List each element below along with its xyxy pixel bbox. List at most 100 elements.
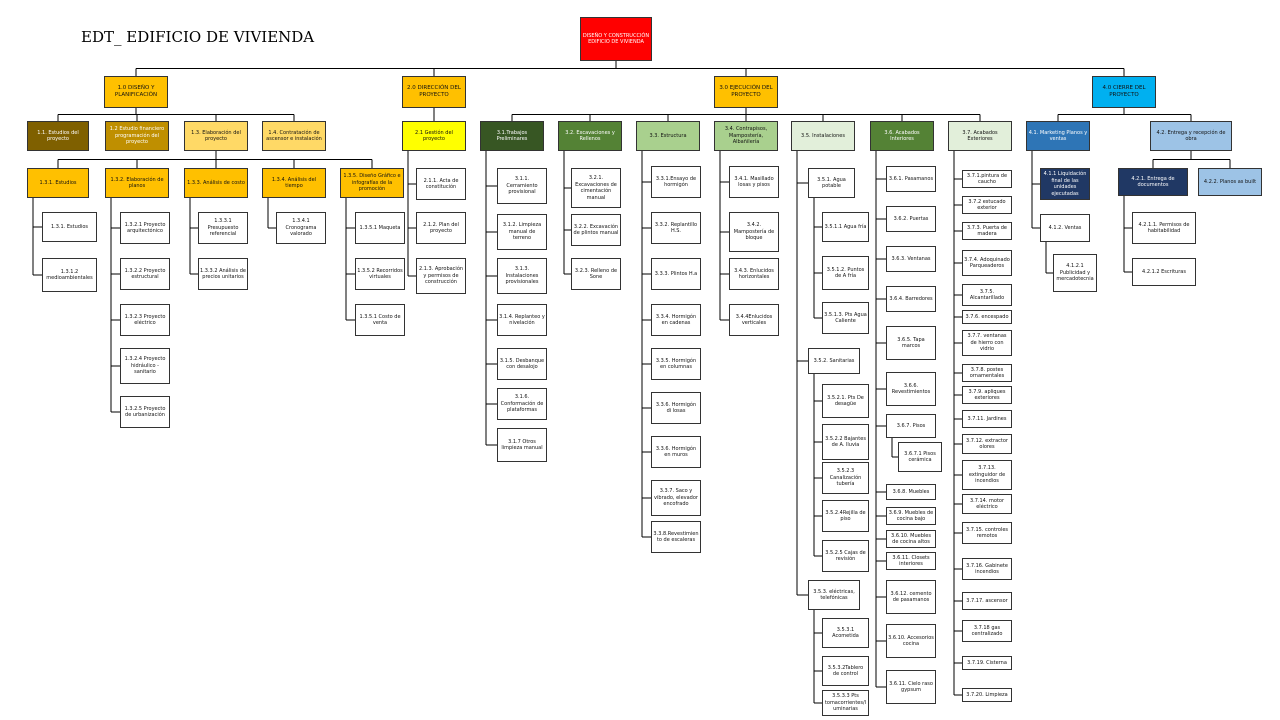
wbs-node-n4212[interactable]: 4.2.1.2 Escrituras	[1132, 258, 1196, 286]
wbs-node-n37[interactable]: 3.7. Acabados Exteriores	[948, 121, 1012, 151]
wbs-node-n3513[interactable]: 3.5.1.3. Pts Agua Caliente	[822, 302, 869, 334]
wbs-node-n373[interactable]: 3.7.3. Puerta de madera	[962, 222, 1012, 240]
wbs-node-n3671[interactable]: 3.6.7.1 Pisos cerámica	[898, 442, 942, 472]
wbs-node-n361[interactable]: 3.6.1. Pasamanos	[886, 166, 936, 192]
wbs-node-n33[interactable]: 3.3. Estructura	[636, 121, 700, 151]
wbs-node-n1311[interactable]: 1.3.1. Estudios	[42, 212, 97, 242]
wbs-node-n3511[interactable]: 3.5.1.1 Agua fría	[822, 212, 869, 242]
wbs-node-n131[interactable]: 1.3.1. Estudios	[27, 168, 89, 198]
wbs-node-n364[interactable]: 3.6.4. Barredores	[886, 286, 936, 312]
wbs-node-p2[interactable]: 2.0 DIRECCIÓN DEL PROYECTO	[402, 76, 466, 108]
wbs-node-n14[interactable]: 1.4. Contratación de ascensor e instalac…	[262, 121, 326, 151]
wbs-node-p1[interactable]: 1.0 DISEÑO Y PLANIFICACIÓN	[104, 76, 168, 108]
wbs-node-n3713[interactable]: 3.7.13. extinguidor de incendios	[962, 460, 1012, 490]
wbs-node-n379[interactable]: 3.7.9. apliques exteriores	[962, 386, 1012, 404]
wbs-node-n312[interactable]: 3.1.2. Limpieza manual de terreno	[497, 214, 547, 250]
wbs-node-n375[interactable]: 3.7.5. Alcantarillado	[962, 284, 1012, 306]
wbs-node-n363[interactable]: 3.6.3. Ventanas	[886, 246, 936, 272]
wbs-node-n321[interactable]: 3.2.1. Excavaciones de cimentación manua…	[571, 168, 621, 208]
wbs-node-n1341[interactable]: 1.3.4.1 Cronograma valorado	[276, 212, 326, 244]
wbs-node-n352[interactable]: 3.5.2. Sanitarias	[808, 348, 860, 374]
wbs-node-n378[interactable]: 3.7.8. postes ornamentales	[962, 364, 1012, 382]
wbs-node-n3532[interactable]: 3.5.3.2Tablero de control	[822, 656, 869, 686]
wbs-node-n3717[interactable]: 3.7.17. ascensor	[962, 592, 1012, 610]
wbs-node-n368[interactable]: 3.6.8. Muebles	[886, 484, 936, 500]
wbs-node-n42[interactable]: 4.2. Entrega y recepción de obra	[1150, 121, 1232, 151]
wbs-node-n4121[interactable]: 4.1.2.1 Publicidad y mercadotecnia	[1053, 254, 1097, 292]
wbs-node-n3610[interactable]: 3.6.10. Muebles de cocina altos	[886, 530, 936, 548]
wbs-node-n365[interactable]: 3.6.5. Tapa marcos	[886, 326, 936, 360]
wbs-node-n3720[interactable]: 3.7.20. Limpieza	[962, 688, 1012, 702]
wbs-node-n366[interactable]: 3.6.6. Revestimientos	[886, 372, 936, 406]
wbs-node-n313[interactable]: 3.1.3. Instalaciones provisionales	[497, 258, 547, 294]
wbs-node-n343[interactable]: 3.4.3. Enlucidos horizontales	[729, 258, 779, 290]
wbs-node-n332[interactable]: 3.3.2. Replantillo H.S.	[651, 212, 701, 244]
wbs-node-n1331[interactable]: 1.3.3.1 Presupuesto referencial	[198, 212, 248, 244]
wbs-node-n1352[interactable]: 1.3.5.2 Recorridos virtuales	[355, 258, 405, 290]
wbs-node-n3719[interactable]: 3.7.19. Cisterna	[962, 656, 1012, 670]
wbs-node-n11[interactable]: 1.1. Estudios del proyecto	[27, 121, 89, 151]
wbs-node-n353[interactable]: 3.5.3. eléctricas, telefónicas	[808, 580, 860, 610]
wbs-node-n316[interactable]: 3.1.6. Conformación de plataformas	[497, 388, 547, 420]
wbs-node-n331[interactable]: 3.3.1.Ensayo de hormigón	[651, 166, 701, 198]
wbs-node-n377[interactable]: 3.7.7. ventanas de hierro con vidrio	[962, 330, 1012, 356]
wbs-node-n212[interactable]: 2.1.2. Plan del proyecto	[416, 212, 466, 244]
wbs-node-n13[interactable]: 1.3. Elaboración del proyecto	[184, 121, 248, 151]
wbs-node-p4[interactable]: 4.0 CIERRE DEL PROYECTO	[1092, 76, 1156, 108]
wbs-node-n3521[interactable]: 3.5.2.1. Pts De desagüe	[822, 384, 869, 418]
wbs-node-n371[interactable]: 3.7.1.pintura de caucho	[962, 170, 1012, 188]
wbs-node-n1323[interactable]: 1.3.2.3 Proyecto eléctrico	[120, 304, 170, 336]
wbs-node-n36[interactable]: 3.6. Acabados Interiores	[870, 121, 934, 151]
wbs-node-n3512[interactable]: 3.5.1.2. Puntos de A fría	[822, 256, 869, 290]
wbs-node-n315[interactable]: 3.1.5. Desbanque con desalojo	[497, 348, 547, 380]
wbs-node-n1351[interactable]: 1.3.5.1 Maqueta	[355, 212, 405, 244]
wbs-node-n362[interactable]: 3.6.2. Puertas	[886, 206, 936, 232]
wbs-node-n3716[interactable]: 3.7.16. Gabinete incendios	[962, 558, 1012, 580]
wbs-node-n412[interactable]: 4.1.2. Ventas	[1040, 214, 1090, 242]
wbs-node-n4211[interactable]: 4.2.1.1. Permisos de habitabilidad	[1132, 212, 1196, 244]
wbs-node-n344[interactable]: 3.4.4Enlucidos verticales	[729, 304, 779, 336]
wbs-node-n31[interactable]: 3.1.Trabajos Preliminares	[480, 121, 544, 151]
wbs-node-n211[interactable]: 2.1.1. Acta de constitución	[416, 168, 466, 200]
wbs-node-n3614[interactable]: 3.6.11. Cielo raso gypsum	[886, 670, 936, 704]
wbs-node-n3533[interactable]: 3.5.3.3 Pts tomacorrientes/luminarias	[822, 690, 869, 716]
wbs-node-n421[interactable]: 4.2.1. Entrega de documentos	[1118, 168, 1188, 196]
wbs-node-n134[interactable]: 1.3.4. Análisis del tiempo	[262, 168, 326, 198]
wbs-node-n317[interactable]: 3.1.7 Otros limpieza manual	[497, 428, 547, 462]
wbs-node-n1325[interactable]: 1.3.2.5 Proyecto de urbanización	[120, 396, 170, 428]
wbs-node-n1321[interactable]: 1.3.2.1 Proyecto arquitectónico	[120, 212, 170, 244]
wbs-node-n372[interactable]: 3.7.2 estucado exterior	[962, 196, 1012, 214]
wbs-node-n21[interactable]: 2.1 Gestión del proyecto	[402, 121, 466, 151]
wbs-node-n3524[interactable]: 3.5.2.4Rejilla de piso	[822, 500, 869, 532]
wbs-node-n336[interactable]: 3.3.6. Hormigón di losas	[651, 392, 701, 424]
wbs-node-n133[interactable]: 1.3.3. Análisis de costo	[184, 168, 248, 198]
wbs-node-root[interactable]: DISEÑO Y CONSTRUCCIÓN EDIFICIO DE VIVIEN…	[580, 17, 652, 61]
wbs-node-n334[interactable]: 3.3.4. Hormigón en cadenas	[651, 304, 701, 336]
wbs-node-n342[interactable]: 3.4.2. Mampostería de bloque	[729, 212, 779, 252]
wbs-node-n12[interactable]: 1.2 Estudio financiero programación del …	[105, 121, 169, 151]
wbs-node-n311[interactable]: 3.1.1. Cerramiento provisional	[497, 168, 547, 204]
wbs-node-n135[interactable]: 1.3.5. Diseño Gráfico e infografías de l…	[340, 168, 404, 198]
wbs-node-n422[interactable]: 4.2.2. Planos as built	[1198, 168, 1262, 196]
wbs-node-n3611[interactable]: 3.6.11. Closets interiores	[886, 552, 936, 570]
wbs-node-n34[interactable]: 3.4. Contrapisos, Mampostería, Albañiler…	[714, 121, 778, 151]
wbs-node-n3531[interactable]: 3.5.3.1 Acometida	[822, 618, 869, 648]
wbs-node-n3522[interactable]: 3.5.2.2 Bajantes de A. lluvia	[822, 424, 869, 460]
wbs-node-n376[interactable]: 3.7.6. encespado	[962, 310, 1012, 324]
wbs-node-n367[interactable]: 3.6.7. Pisos	[886, 414, 936, 438]
wbs-node-n3711[interactable]: 3.7.11. Jardines	[962, 410, 1012, 428]
wbs-node-n335[interactable]: 3.3.5. Hormigón en columnas	[651, 348, 701, 380]
wbs-node-n374[interactable]: 3.7.4. Adoquinado Parqueaderos	[962, 250, 1012, 276]
wbs-node-n333[interactable]: 3.3.3. Plintos H.a	[651, 258, 701, 290]
wbs-node-n3715[interactable]: 3.7.15. controles remotos	[962, 522, 1012, 544]
wbs-node-n1332[interactable]: 1.3.3.2 Análisis de precios unitarios	[198, 258, 248, 290]
wbs-node-n314[interactable]: 3.1.4. Replanteo y nivelación	[497, 304, 547, 336]
wbs-node-n322[interactable]: 3.2.2. Excavación de plintos manual	[571, 214, 621, 246]
wbs-node-n1353[interactable]: 1.3.5.1 Costo de venta	[355, 304, 405, 336]
wbs-node-n3612[interactable]: 3.6.12. cemento de pasamanos	[886, 580, 936, 614]
wbs-node-n337[interactable]: 3.3.6. Hormigón en muros	[651, 436, 701, 468]
wbs-node-p3[interactable]: 3.0 EJECUCIÓN DEL PROYECTO	[714, 76, 778, 108]
wbs-node-n411[interactable]: 4.1.1 Liquidación final de las unidades …	[1040, 168, 1090, 200]
wbs-node-n369[interactable]: 3.6.9. Muebles de cocina bajo	[886, 507, 936, 525]
wbs-node-n339[interactable]: 3.3.8.Revestimiento de escaleras	[651, 521, 701, 553]
